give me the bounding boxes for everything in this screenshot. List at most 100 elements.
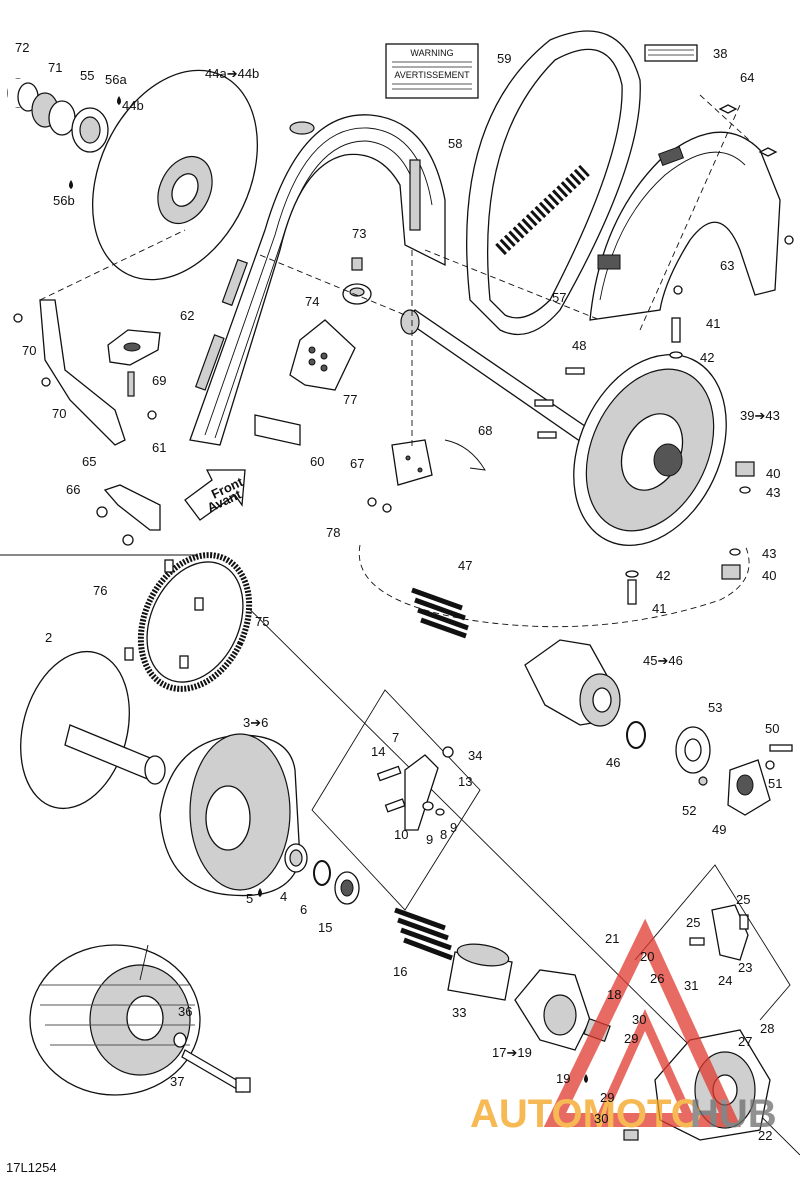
warning-title-fr: AVERTISSEMENT	[394, 70, 470, 80]
fixed-sheave-2	[20, 650, 166, 810]
callout-77: 77	[343, 392, 357, 407]
callout-28: 28	[760, 1021, 774, 1036]
callout-10: 10	[394, 827, 408, 842]
spring-16	[394, 907, 453, 961]
callout-56a: 56a	[105, 72, 127, 87]
callout-37: 37	[170, 1074, 184, 1089]
grease-drop-56b-icon	[69, 180, 73, 189]
callout-16: 16	[393, 964, 407, 979]
callout-49: 49	[712, 822, 726, 837]
callout-40-b: 40	[762, 568, 776, 583]
callout-45-46: 45➔46	[643, 653, 683, 668]
callout-76: 76	[93, 583, 107, 598]
callout-63: 63	[720, 258, 734, 273]
callout-27: 27	[738, 1034, 752, 1049]
callout-9-b: 9	[450, 820, 457, 835]
callout-72: 72	[15, 40, 29, 55]
screw-78	[367, 497, 392, 513]
driven-pulley-39	[573, 354, 727, 546]
callout-55: 55	[80, 68, 94, 83]
callout-67: 67	[350, 456, 364, 471]
callout-62: 62	[180, 308, 194, 323]
callout-24: 24	[718, 973, 732, 988]
callout-31: 31	[684, 978, 698, 993]
bolt-41b	[625, 570, 639, 605]
bracket-65	[96, 484, 161, 546]
callout-41-a: 41	[706, 316, 720, 331]
warning-title-en: WARNING	[410, 48, 453, 58]
callout-78: 78	[326, 525, 340, 540]
belt-guard-support-58	[189, 114, 446, 446]
sleeve-33	[447, 943, 513, 1001]
washer-53	[675, 726, 711, 774]
bushing-4	[284, 843, 308, 873]
callout-43-b: 43	[762, 546, 776, 561]
callout-13: 13	[458, 774, 472, 789]
callout-4: 4	[280, 889, 287, 904]
washer-36	[173, 1032, 187, 1048]
screw-61	[147, 410, 157, 420]
cam-45	[524, 639, 621, 727]
bushing-40b	[721, 548, 741, 580]
callout-26: 26	[650, 971, 664, 986]
watermark-logo: AUTOMOTO HUB	[470, 918, 777, 1136]
watermark-text-left: AUTOMOTO	[470, 1092, 702, 1136]
circlip-6	[313, 860, 331, 886]
roller-inset-box	[311, 689, 481, 911]
callout-70-a: 70	[22, 343, 36, 358]
bolt-48	[534, 367, 585, 439]
callout-33: 33	[452, 1005, 466, 1020]
callout-labels: 72 71 55 56a 44b 56b 44a➔44b 59 38 64 58…	[6, 40, 782, 1175]
callout-17-19: 17➔19	[492, 1045, 532, 1060]
callout-5: 5	[246, 891, 253, 906]
callout-74: 74	[305, 294, 319, 309]
callout-60: 60	[310, 454, 324, 469]
bushing-40a	[735, 461, 755, 494]
callout-65: 65	[82, 454, 96, 469]
bolt-37	[181, 1049, 251, 1093]
spider-17	[514, 969, 591, 1051]
bearing-55	[71, 107, 109, 153]
callout-2: 2	[45, 630, 52, 645]
front-direction-arrow: Front Avant	[184, 469, 246, 521]
callout-29-b: 29	[600, 1090, 614, 1105]
roller-arm-7	[376, 746, 454, 831]
callout-25-a: 25	[736, 892, 750, 907]
grease-drop-5-icon	[258, 888, 262, 897]
callout-23: 23	[738, 960, 752, 975]
callout-30-b: 30	[594, 1111, 608, 1126]
callout-20: 20	[640, 949, 654, 964]
callout-75: 75	[255, 614, 269, 629]
callout-52: 52	[682, 803, 696, 818]
callout-39-43: 39➔43	[740, 408, 780, 423]
callout-15: 15	[318, 920, 332, 935]
spring-47	[411, 587, 469, 639]
warning-label-59: WARNING AVERTISSEMENT	[385, 43, 479, 99]
callout-46: 46	[606, 755, 620, 770]
callout-36: 36	[178, 1004, 192, 1019]
callout-50: 50	[765, 721, 779, 736]
callout-56b: 56b	[53, 193, 75, 208]
bolt-41a	[669, 317, 683, 359]
bracket-23	[689, 904, 749, 961]
circlip-46	[626, 721, 646, 749]
callout-68: 68	[478, 423, 492, 438]
callout-14: 14	[371, 744, 385, 759]
callout-29-a: 29	[624, 1031, 638, 1046]
fastener-64	[718, 104, 794, 245]
callout-57: 57	[552, 290, 566, 305]
callout-42-a: 42	[700, 350, 714, 365]
callout-30-a: 30	[632, 1012, 646, 1027]
bracket-62	[107, 329, 161, 366]
spacer-74	[342, 283, 372, 305]
screw-50	[698, 744, 793, 786]
callout-53: 53	[708, 700, 722, 715]
grease-drop-19-icon	[584, 1074, 588, 1083]
primary-clutch-assembly	[29, 944, 201, 1096]
callout-64: 64	[740, 70, 754, 85]
bracket-77	[289, 319, 356, 391]
callout-41-b: 41	[652, 601, 666, 616]
callout-40-a: 40	[766, 466, 780, 481]
nut-73	[351, 257, 363, 271]
clip-68	[444, 439, 486, 471]
